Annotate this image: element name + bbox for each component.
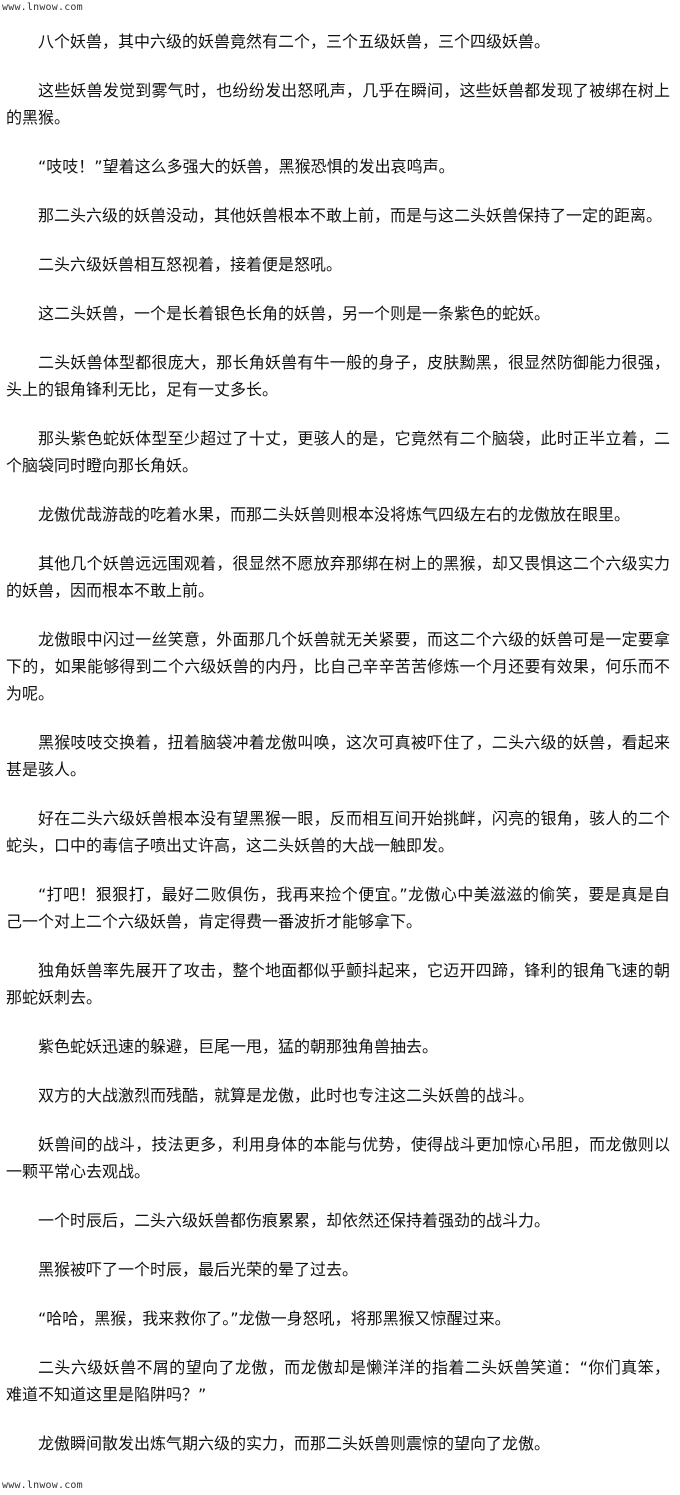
paragraph: “吱吱！”望着这么多强大的妖兽，黑猴恐惧的发出哀鸣声。 <box>38 157 455 176</box>
paragraph: 妖兽间的战斗，技法更多，利用身体的本能与优势，使得战斗更加惊心吊胆，而龙傲则以一… <box>6 1135 670 1181</box>
paragraph: 龙傲瞬间散发出炼气期六级的实力，而那二头妖兽则震惊的望向了龙傲。 <box>38 1434 551 1453</box>
paragraph: 龙傲优哉游哉的吃着水果，而那二头妖兽则根本没将炼气四级左右的龙傲放在眼里。 <box>38 505 631 524</box>
paragraph: 黑猴被吓了一个时辰，最后光荣的晕了过去。 <box>38 1260 359 1279</box>
article-body: 八个妖兽，其中六级的妖兽竟然有二个，三个五级妖兽，三个四级妖兽。 这些妖兽发觉到… <box>6 28 670 1479</box>
paragraph: 那头紫色蛇妖体型至少超过了十丈，更骇人的是，它竟然有二个脑袋，此时正半立着，二个… <box>6 429 670 475</box>
paragraph: 那二头六级的妖兽没动，其他妖兽根本不敢上前，而是与这二头妖兽保持了一定的距离。 <box>38 206 663 225</box>
paragraph: 这二头妖兽，一个是长着银色长角的妖兽，另一个则是一条紫色的蛇妖。 <box>38 304 551 323</box>
paragraph: 双方的大战激烈而残酷，就算是龙傲，此时也专注这二头妖兽的战斗。 <box>38 1086 535 1105</box>
paragraph: 龙傲眼中闪过一丝笑意，外面那几个妖兽就无关紧要，而这二个六级的妖兽可是一定要拿下… <box>6 630 670 703</box>
paragraph: 这些妖兽发觉到雾气时，也纷纷发出怒吼声，几乎在瞬间，这些妖兽都发现了被绑在树上的… <box>6 81 670 127</box>
paragraph: 八个妖兽，其中六级的妖兽竟然有二个，三个五级妖兽，三个四级妖兽。 <box>38 32 551 51</box>
paragraph: “打吧！狠狠打，最好二败俱伤，我再来捡个便宜。”龙傲心中美滋滋的偷笑，要是真是自… <box>6 885 670 931</box>
paragraph: 紫色蛇妖迅速的躲避，巨尾一甩，猛的朝那独角兽抽去。 <box>38 1037 439 1056</box>
paragraph: 好在二头六级妖兽根本没有望黑猴一眼，反而相互间开始挑衅，闪亮的银角，骇人的二个蛇… <box>6 809 670 855</box>
paragraph: 其他几个妖兽远远围观着，很显然不愿放弃那绑在树上的黑猴，却又畏惧这二个六级实力的… <box>6 554 670 600</box>
page-header-site: www.lnwow.com <box>2 2 83 13</box>
paragraph: 独角妖兽率先展开了攻击，整个地面都似乎颤抖起来，它迈开四蹄，锋利的银角飞速的朝那… <box>6 961 670 1007</box>
paragraph: 二头六级妖兽不屑的望向了龙傲，而龙傲却是懒洋洋的指着二头妖兽笑道：“你们真笨，难… <box>6 1358 670 1404</box>
paragraph: 二头妖兽体型都很庞大，那长角妖兽有牛一般的身子，皮肤黝黑，很显然防御能力很强，头… <box>6 353 670 399</box>
paragraph: “哈哈，黑猴，我来救你了。”龙傲一身怒吼，将那黑猴又惊醒过来。 <box>38 1309 511 1328</box>
paragraph: 二头六级妖兽相互怒视着，接着便是怒吼。 <box>38 255 343 274</box>
page-footer-site: www.lnwow.com <box>2 1480 83 1491</box>
paragraph: 黑猴吱吱交换着，扭着脑袋冲着龙傲叫唤，这次可真被吓住了，二头六级的妖兽，看起来甚… <box>6 733 670 779</box>
paragraph: 一个时辰后，二头六级妖兽都伤痕累累，却依然还保持着强劲的战斗力。 <box>38 1211 551 1230</box>
